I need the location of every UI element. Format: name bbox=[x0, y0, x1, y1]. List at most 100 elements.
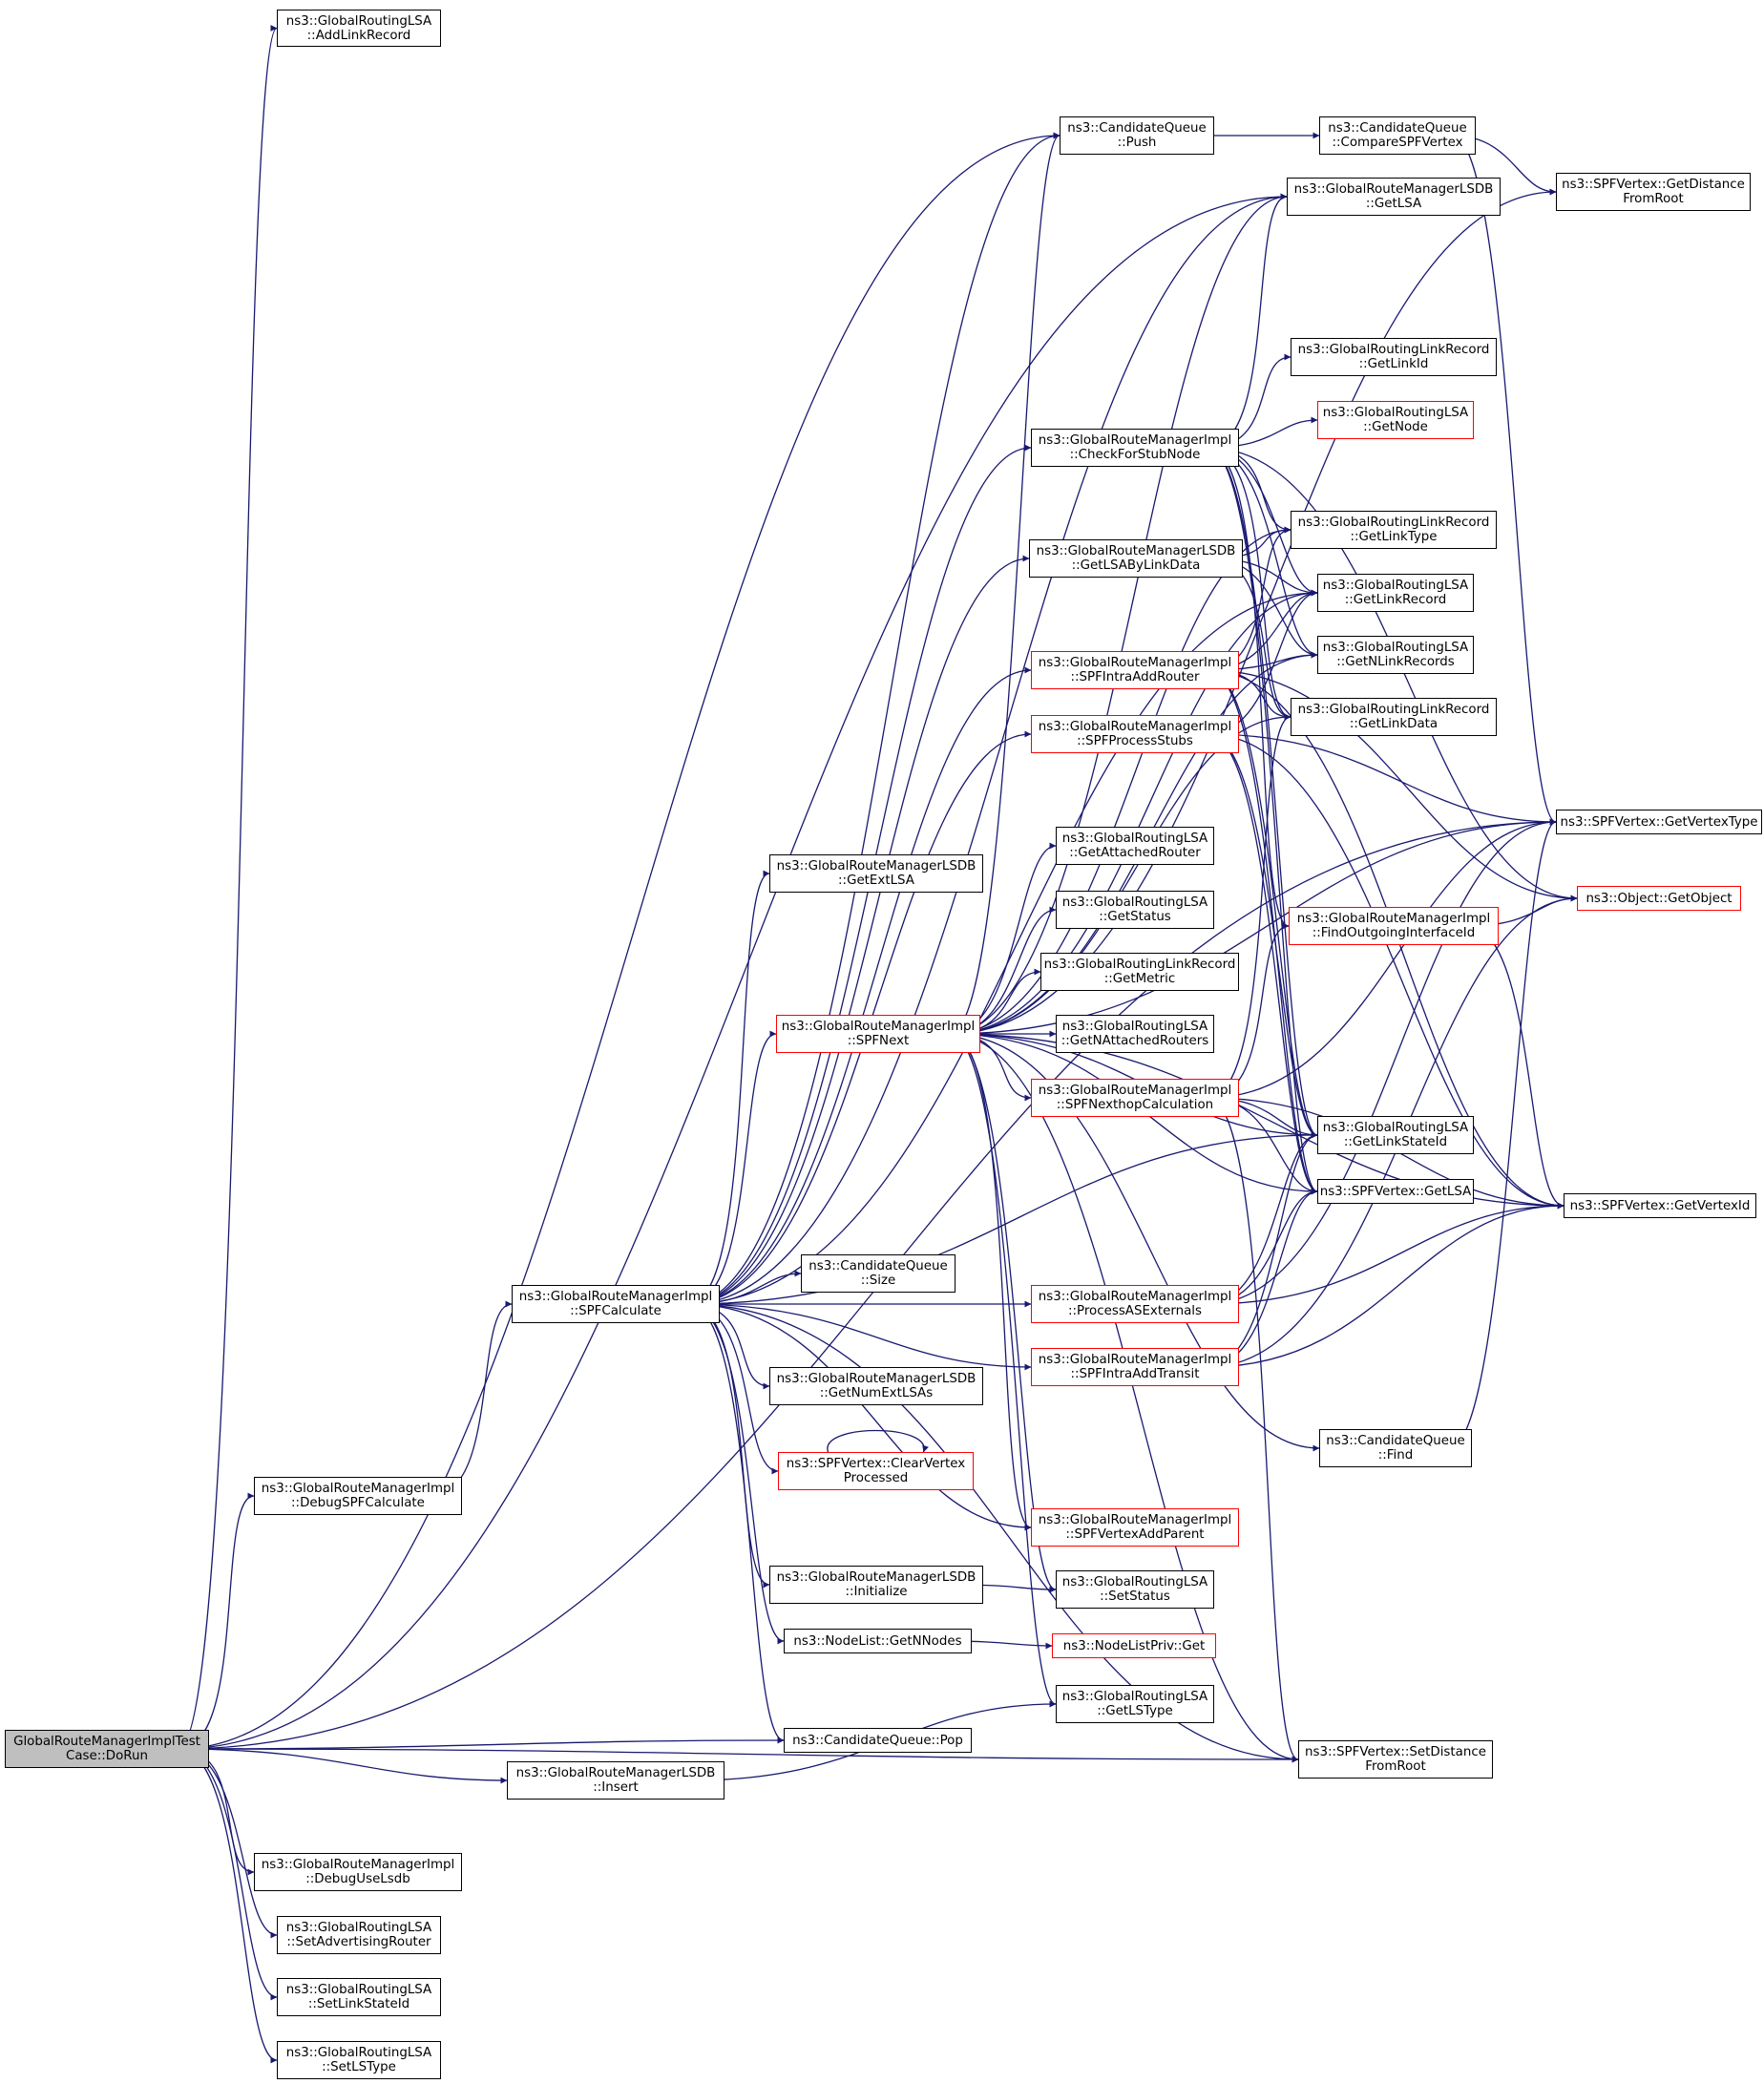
node-setadvrouter[interactable]: ns3::GlobalRoutingLSA::SetAdvertisingRou… bbox=[277, 1916, 441, 1954]
node-label-line1: ns3::GlobalRouteManagerLSDB bbox=[776, 1372, 976, 1386]
node-label-line1: ns3::CandidateQueue bbox=[808, 1259, 948, 1274]
node-label-line1: ns3::GlobalRouteManagerImpl bbox=[1038, 1084, 1232, 1098]
edge-dorun-to-setadvrouter bbox=[178, 1748, 278, 1939]
edge-spfnext-to-lsdbgetlsa bbox=[949, 193, 1288, 1035]
node-addlinkrecord[interactable]: ns3::GlobalRoutingLSA::AddLinkRecord bbox=[277, 10, 441, 47]
edge-spfcalculate-to-getlinkrecord bbox=[688, 589, 1318, 1305]
node-processasext[interactable]: ns3::GlobalRouteManagerImpl::ProcessASEx… bbox=[1031, 1285, 1239, 1323]
node-setstatus[interactable]: ns3::GlobalRoutingLSA::SetStatus bbox=[1056, 1570, 1214, 1609]
node-getlstype[interactable]: ns3::GlobalRoutingLSA::GetLSType bbox=[1056, 1685, 1214, 1723]
node-intraaddrouter[interactable]: ns3::GlobalRouteManagerImpl::SPFIntraAdd… bbox=[1031, 651, 1239, 689]
edge-dorun-to-debugspfcalc bbox=[178, 1492, 255, 1750]
node-nexthopcalc[interactable]: ns3::GlobalRouteManagerImpl::SPFNexthopC… bbox=[1031, 1079, 1239, 1117]
node-label-line2: ::GetMetric bbox=[1103, 972, 1176, 986]
node-label-line1: ns3::Object::GetObject bbox=[1586, 891, 1732, 906]
node-debugspfcalc[interactable]: ns3::GlobalRouteManagerImpl::DebugSPFCal… bbox=[254, 1477, 462, 1515]
node-label-line1: ns3::GlobalRouteManagerLSDB bbox=[1293, 182, 1494, 197]
node-label-line2: ::SPFIntraAddRouter bbox=[1070, 670, 1200, 684]
node-label-line2: ::GetLSAByLinkData bbox=[1071, 558, 1201, 573]
node-label-line2: ::GetNode bbox=[1363, 420, 1428, 434]
node-intraaddtransit[interactable]: ns3::GlobalRouteManagerImpl::SPFIntraAdd… bbox=[1031, 1348, 1239, 1386]
node-cqfind[interactable]: ns3::CandidateQueue::Find bbox=[1319, 1429, 1472, 1467]
node-nodelistprivget[interactable]: ns3::NodeListPriv::Get bbox=[1052, 1633, 1216, 1658]
node-label-line1: ns3::GlobalRoutingLinkRecord bbox=[1297, 343, 1490, 357]
node-label-line2: Case::DoRun bbox=[66, 1749, 148, 1763]
node-spfcalculate[interactable]: ns3::GlobalRouteManagerImpl::SPFCalculat… bbox=[512, 1285, 720, 1323]
node-label-line2: ::GetLinkStateId bbox=[1343, 1135, 1448, 1149]
node-checkforstub[interactable]: ns3::GlobalRouteManagerImpl::CheckForStu… bbox=[1031, 429, 1239, 467]
node-label-line1: ns3::GlobalRoutingLSA bbox=[285, 2046, 432, 2060]
edge-dorun-to-addlinkrecord bbox=[178, 25, 278, 1750]
node-label-line1: ns3::GlobalRouteManagerImpl bbox=[1296, 912, 1491, 926]
edge-intraaddtransit-to-getvertexid bbox=[1208, 1202, 1564, 1368]
node-label-line1: ns3::GlobalRouteManagerImpl bbox=[518, 1290, 713, 1304]
node-lsdbinit[interactable]: ns3::GlobalRouteManagerLSDB::Initialize bbox=[769, 1566, 983, 1604]
node-getlinkid[interactable]: ns3::GlobalRoutingLinkRecord::GetLinkId bbox=[1291, 338, 1497, 376]
node-label-line2: ::GetAttachedRouter bbox=[1069, 846, 1201, 860]
node-comparespf[interactable]: ns3::CandidateQueue::CompareSPFVertex bbox=[1319, 116, 1476, 155]
node-cqsize[interactable]: ns3::CandidateQueue::Size bbox=[801, 1254, 956, 1293]
edge-dorun-to-setlstype bbox=[178, 1748, 278, 2064]
node-lsdbinsert[interactable]: ns3::GlobalRouteManagerLSDB::Insert bbox=[507, 1761, 724, 1800]
node-getlinkdata[interactable]: ns3::GlobalRoutingLinkRecord::GetLinkDat… bbox=[1291, 698, 1497, 736]
node-label-line2: ::GetStatus bbox=[1099, 910, 1171, 924]
node-spfnext[interactable]: ns3::GlobalRouteManagerImpl::SPFNext bbox=[776, 1015, 980, 1053]
edge-cqfind-to-getvertextype bbox=[1448, 818, 1557, 1449]
node-setlstype[interactable]: ns3::GlobalRoutingLSA::SetLSType bbox=[277, 2041, 441, 2079]
node-label-line2: ::GetLSType bbox=[1097, 1704, 1173, 1718]
node-label-line1: ns3::SPFVertex::SetDistance bbox=[1305, 1745, 1486, 1759]
node-getnattrouters[interactable]: ns3::GlobalRoutingLSA::GetNAttachedRoute… bbox=[1056, 1015, 1214, 1053]
node-label-line1: ns3::GlobalRoutingLSA bbox=[1061, 1575, 1208, 1589]
node-label-line1: ns3::SPFVertex::GetVertexId bbox=[1569, 1198, 1751, 1213]
node-getmetric[interactable]: ns3::GlobalRoutingLinkRecord::GetMetric bbox=[1040, 953, 1239, 991]
node-getstatus[interactable]: ns3::GlobalRoutingLSA::GetStatus bbox=[1056, 891, 1214, 929]
node-label-line1: ns3::GlobalRouteManagerImpl bbox=[261, 1482, 455, 1496]
node-getlinkstateid[interactable]: ns3::GlobalRoutingLSA::GetLinkStateId bbox=[1317, 1116, 1474, 1154]
node-objgetobject[interactable]: ns3::Object::GetObject bbox=[1577, 886, 1741, 911]
node-label-line2: ::Insert bbox=[593, 1780, 639, 1795]
node-label-line2: ::GetNAttachedRouters bbox=[1060, 1034, 1209, 1048]
edge-spfnext-to-setdistance bbox=[949, 1033, 1299, 1763]
node-label-line2: ::Size bbox=[860, 1274, 896, 1288]
node-label-line2: ::DebugSPFCalculate bbox=[291, 1496, 425, 1510]
node-getlinkrecord[interactable]: ns3::GlobalRoutingLSA::GetLinkRecord bbox=[1317, 574, 1474, 612]
edge-processasext-to-getvertexid bbox=[1208, 1202, 1564, 1305]
node-label-line2: ::CompareSPFVertex bbox=[1332, 136, 1463, 150]
node-label-line2: ::FindOutgoingInterfaceId bbox=[1312, 926, 1476, 940]
node-vertexgetlsa[interactable]: ns3::SPFVertex::GetLSA bbox=[1317, 1179, 1474, 1204]
node-setlinkstateid[interactable]: ns3::GlobalRoutingLSA::SetLinkStateId bbox=[277, 1978, 441, 2016]
node-getnumextlsas[interactable]: ns3::GlobalRouteManagerLSDB::GetNumExtLS… bbox=[769, 1367, 983, 1405]
node-label-line2: Processed bbox=[843, 1471, 909, 1485]
node-label-line1: ns3::GlobalRouteManagerLSDB bbox=[776, 1570, 976, 1585]
node-label-line2: ::GetLSA bbox=[1365, 197, 1422, 211]
node-getnnodes[interactable]: ns3::NodeList::GetNNodes bbox=[784, 1629, 972, 1653]
node-findoutif[interactable]: ns3::GlobalRouteManagerImpl::FindOutgoin… bbox=[1289, 907, 1499, 945]
edge-intraaddtransit-to-vertexgetlsa bbox=[1208, 1188, 1318, 1368]
node-cqpush[interactable]: ns3::CandidateQueue::Push bbox=[1060, 116, 1214, 155]
edge-spfcalculate-to-intraaddtransit bbox=[688, 1303, 1032, 1371]
node-vertexaddparent[interactable]: ns3::GlobalRouteManagerImpl::SPFVertexAd… bbox=[1031, 1508, 1239, 1547]
node-getattrouter[interactable]: ns3::GlobalRoutingLSA::GetAttachedRouter bbox=[1056, 827, 1214, 865]
node-lsagetnode[interactable]: ns3::GlobalRoutingLSA::GetNode bbox=[1317, 401, 1474, 439]
node-label-line1: ns3::GlobalRouteManagerImpl bbox=[781, 1020, 976, 1034]
node-debuguselsdb[interactable]: ns3::GlobalRouteManagerImpl::DebugUseLsd… bbox=[254, 1853, 462, 1891]
node-getextlsa[interactable]: ns3::GlobalRouteManagerLSDB::GetExtLSA bbox=[769, 854, 983, 893]
edge-spfnext-to-cqfind bbox=[949, 1033, 1320, 1452]
node-getnlinkrecords[interactable]: ns3::GlobalRoutingLSA::GetNLinkRecords bbox=[1317, 636, 1474, 674]
node-getvertexid[interactable]: ns3::SPFVertex::GetVertexId bbox=[1564, 1193, 1756, 1218]
edge-processstubs-to-getlinkstateid bbox=[1208, 733, 1318, 1139]
node-getlinktype[interactable]: ns3::GlobalRoutingLinkRecord::GetLinkTyp… bbox=[1291, 511, 1497, 549]
node-getvertextype[interactable]: ns3::SPFVertex::GetVertexType bbox=[1556, 810, 1762, 834]
edge-nexthopcalc-to-setdistance bbox=[1208, 1097, 1299, 1763]
node-label-line2: ::GetNumExtLSAs bbox=[819, 1386, 934, 1400]
edge-dorun-to-lsdbgetlsa bbox=[178, 193, 1288, 1750]
node-cqpop[interactable]: ns3::CandidateQueue::Pop bbox=[784, 1728, 972, 1753]
node-processstubs[interactable]: ns3::GlobalRouteManagerImpl::SPFProcessS… bbox=[1031, 715, 1239, 753]
node-label-line1: ns3::GlobalRoutingLinkRecord bbox=[1297, 516, 1490, 530]
node-getlsabylink[interactable]: ns3::GlobalRouteManagerLSDB::GetLSAByLin… bbox=[1029, 539, 1243, 578]
node-label-line1: ns3::GlobalRouteManagerImpl bbox=[1038, 1353, 1232, 1367]
node-lsdbgetlsa[interactable]: ns3::GlobalRouteManagerLSDB::GetLSA bbox=[1287, 178, 1501, 216]
